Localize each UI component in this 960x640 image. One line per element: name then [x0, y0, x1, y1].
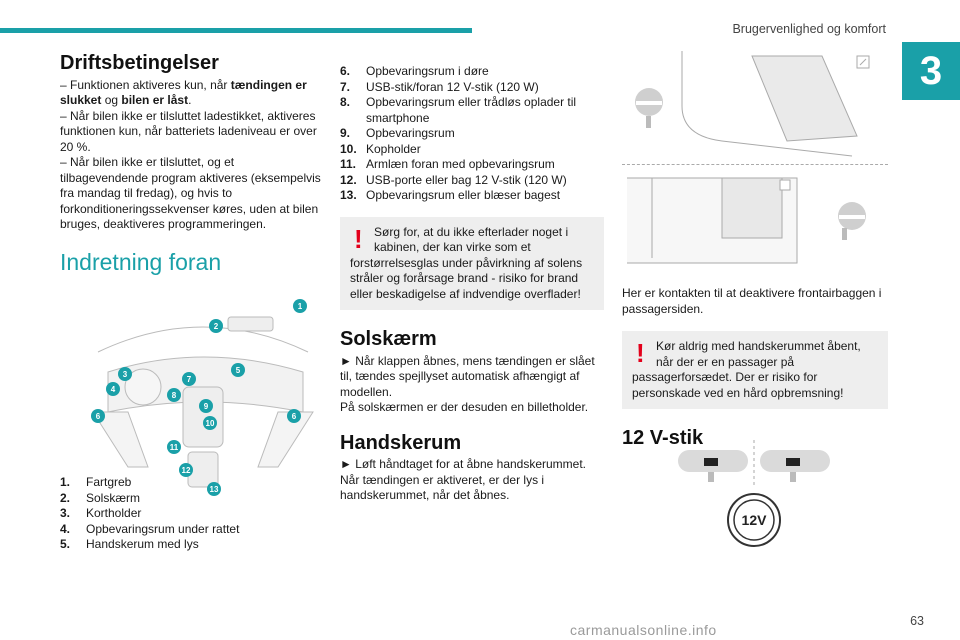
svg-text:12: 12	[182, 466, 191, 475]
steering-wheel-icon	[635, 88, 663, 128]
callout-6-left: 6	[91, 409, 105, 423]
heading-indretning-foran: Indretning foran	[60, 248, 222, 275]
heading-12v-stik: 12 V-stik	[622, 427, 704, 449]
svg-text:7: 7	[187, 375, 192, 384]
list-item: 11.Armlæn foran med opbevaringsrum	[340, 157, 555, 171]
list-item: 2.Solskærm	[60, 490, 141, 505]
svg-text:5: 5	[236, 366, 241, 375]
warning-text-first: Sørg for, at du ikke efterlader noget i …	[374, 224, 569, 255]
svg-text:10: 10	[206, 419, 215, 428]
svg-text:9: 9	[204, 402, 209, 411]
12v-socket-illustration: 12V	[678, 440, 830, 547]
list-item: 7.USB-stik/foran 12 V-stik (120 W)	[340, 79, 539, 94]
callout-11: 11	[167, 440, 181, 454]
list-item: 13.Opbevaringsrum eller blæser bagest	[340, 188, 561, 202]
feature-list-1: 1.Fartgreb 2.Solskærm 3.Kortholder 4.Opb…	[60, 475, 322, 553]
condition-line-1: – Funktionen aktiveres kun, når tændinge…	[60, 77, 307, 108]
svg-text:1: 1	[298, 302, 303, 311]
solskaerm-text-1: ► Når klappen åbnes, mens tændingen er s…	[340, 353, 595, 399]
heading-driftsbetingelser: Driftsbetingelser	[60, 52, 219, 74]
svg-text:6: 6	[292, 412, 297, 421]
svg-text:6: 6	[96, 412, 101, 421]
callout-9: 9	[199, 399, 213, 413]
airbag-switch-text: Her er kontakten til at deaktivere front…	[622, 286, 882, 316]
solskaerm-text-2: På solskærmen er der desuden en billetho…	[340, 400, 589, 414]
warning-exclamation-icon: !	[636, 338, 645, 368]
svg-text:2: 2	[214, 322, 219, 331]
callout-2: 2	[209, 319, 223, 333]
steering-wheel-icon	[838, 202, 866, 240]
list-item: 4.Opbevaringsrum under rattet	[60, 521, 240, 536]
svg-text:11: 11	[170, 443, 179, 452]
12v-socket-icon: 12V	[727, 493, 781, 547]
heading-handskerum: Handskerum	[340, 431, 462, 454]
warning-exclamation-icon: !	[354, 223, 363, 254]
callout-3: 3	[118, 367, 132, 381]
warning-text-first: Kør aldrig med handskerummet åbent, når …	[656, 339, 861, 369]
callout-13: 13	[207, 482, 221, 496]
list-item: 6.Opbevaringsrum i døre	[340, 64, 489, 78]
warning-text-rest: passagerforsædet. Der er risiko for pers…	[632, 370, 844, 400]
handskerum-text: ► Løft håndtaget for at åbne handskerumm…	[340, 457, 587, 502]
front-interior-illustration: 1 2 3 4 5 6 6 7 8 9 10 11 12 13	[91, 299, 314, 496]
column-2: 6.Opbevaringsrum i døre 7.USB-stik/foran…	[340, 64, 604, 504]
list-item: 9.Opbevaringsrum	[340, 126, 455, 140]
svg-text:12V: 12V	[742, 512, 768, 528]
chapter-tab: 3	[902, 42, 960, 100]
condition-line-2: – Når bilen ikke er tilsluttet ladestikk…	[60, 108, 317, 154]
section-divider	[622, 164, 888, 165]
callout-1: 1	[293, 299, 307, 313]
list-item: 12.USB-porte eller bag 12 V-stik (120 W)	[340, 172, 567, 187]
callout-10: 10	[203, 416, 217, 430]
front-socket-icon	[678, 450, 748, 482]
callout-4: 4	[106, 382, 120, 396]
condition-line-3: – Når bilen ikke er tilsluttet, og et ti…	[60, 155, 321, 231]
list-item: 3.Kortholder	[60, 506, 142, 520]
svg-text:8: 8	[172, 391, 177, 400]
warning-text-rest: forstørrelsesglas under påvirkning af so…	[350, 255, 583, 301]
page-number: 63	[910, 614, 924, 628]
svg-text:4: 4	[111, 385, 116, 394]
svg-text:13: 13	[210, 485, 219, 494]
header-accent-bar	[0, 28, 472, 33]
callout-7: 7	[182, 372, 196, 386]
callout-5: 5	[231, 363, 245, 377]
glovebox-illustration-top	[635, 51, 870, 157]
list-item: 1.Fartgreb	[60, 475, 132, 489]
heading-solskaerm: Solskærm	[340, 328, 437, 350]
list-item: 10.Kopholder	[340, 141, 421, 156]
warning-box-magnifier: ! Sørg for, at du ikke efterlader noget …	[340, 216, 604, 310]
list-item: 5.Handskerum med lys	[60, 537, 199, 551]
svg-text:3: 3	[123, 370, 128, 379]
feature-list-2: 6.Opbevaringsrum i døre 7.USB-stik/foran…	[340, 64, 604, 204]
glovebox-illustration-bottom	[627, 177, 866, 264]
column-3: Her er kontakten til at deaktivere front…	[622, 286, 888, 453]
watermark: carmanualsonline.info	[570, 622, 717, 638]
column-1: Driftsbetingelser – Funktionen aktiveres…	[60, 52, 322, 553]
callout-12: 12	[179, 463, 193, 477]
list-item: 8.Opbevaringsrum eller trådløs oplader t…	[340, 95, 577, 125]
warning-box-glovebox: ! Kør aldrig med handskerummet åbent, nå…	[622, 331, 888, 409]
callout-6-right: 6	[287, 409, 301, 423]
rear-socket-icon	[760, 450, 830, 482]
callout-8: 8	[167, 388, 181, 402]
chapter-title: Brugervenlighed og komfort	[732, 22, 886, 36]
